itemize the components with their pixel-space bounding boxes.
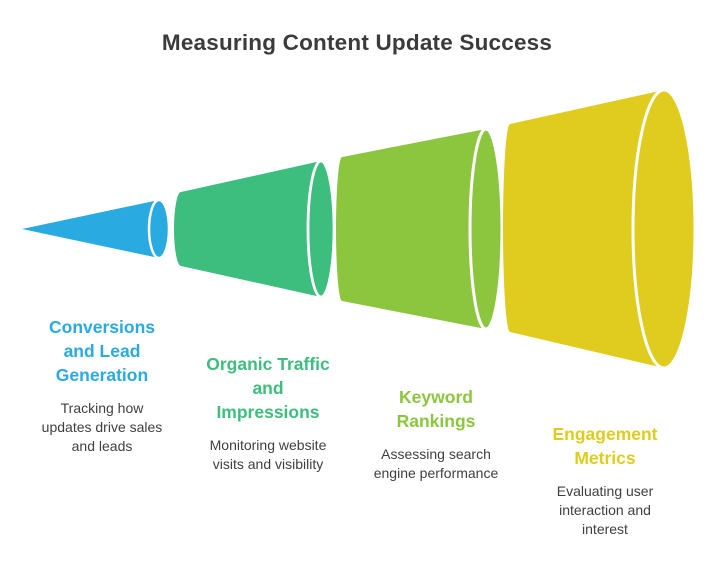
funnel-stage-conversions	[22, 198, 171, 260]
stage-heading-line: Impressions	[216, 402, 320, 422]
stage-desc-line: updates drive sales	[41, 419, 163, 435]
funnel-stage-4-body	[503, 90, 664, 368]
stage-description: Assessing search engine performance	[351, 445, 521, 483]
stage-heading-line: Metrics	[574, 448, 636, 468]
funnel-stage-3-cap	[468, 127, 504, 331]
stage-heading-line: Engagement	[552, 424, 658, 444]
funnel-stage-engagement-metrics	[503, 88, 697, 370]
stage-desc-line: interaction and	[559, 502, 651, 518]
funnel-stage-organic-traffic	[174, 159, 336, 299]
stage-description: Monitoring website visits and visibility	[183, 436, 353, 474]
stage-desc-line: Monitoring website	[209, 437, 327, 453]
stage-heading-line: Rankings	[396, 411, 476, 431]
stage-heading-line: Organic Traffic	[206, 354, 330, 374]
stage-desc-line: engine performance	[373, 465, 499, 481]
stage-label-engagement-metrics: Engagement Metrics Evaluating user inter…	[520, 422, 690, 539]
page-title: Measuring Content Update Success	[161, 30, 553, 55]
funnel-stage-1-body	[22, 200, 159, 258]
funnel-stage-keyword-rankings	[336, 127, 504, 331]
stage-heading-line: and	[252, 378, 284, 398]
stage-desc-line: Tracking how	[60, 400, 144, 416]
funnel-stage-1-cap	[147, 198, 171, 260]
stage-heading: Organic Traffic and Impressions	[183, 352, 353, 424]
stage-heading: Engagement Metrics	[520, 422, 690, 470]
stage-heading-line: Generation	[55, 365, 149, 385]
stage-heading: Keyword Rankings	[351, 385, 521, 433]
stage-desc-line: Evaluating user	[556, 483, 654, 499]
stage-label-conversions: Conversions and Lead Generation Tracking…	[17, 315, 187, 456]
funnel-stage-2-cap	[306, 159, 336, 299]
stage-desc-line: Assessing search	[381, 446, 491, 462]
funnel-stage-2-body	[174, 161, 321, 297]
stage-label-keyword-rankings: Keyword Rankings Assessing search engine…	[351, 385, 521, 483]
stage-description: Tracking how updates drive sales and lea…	[17, 399, 187, 456]
stage-desc-line: visits and visibility	[212, 456, 324, 472]
funnel-stage-3-body	[336, 129, 486, 329]
stage-desc-line: and leads	[71, 438, 133, 454]
stage-label-organic-traffic: Organic Traffic and Impressions Monitori…	[183, 352, 353, 474]
stage-heading: Conversions and Lead Generation	[17, 315, 187, 387]
stage-heading-line: Keyword	[399, 387, 473, 407]
stage-desc-line: interest	[582, 521, 628, 537]
funnel-stage-4-cap	[631, 88, 697, 370]
stage-heading-line: Conversions	[49, 317, 155, 337]
stage-heading-line: and Lead	[63, 341, 141, 361]
stage-description: Evaluating user interaction and interest	[520, 482, 690, 539]
